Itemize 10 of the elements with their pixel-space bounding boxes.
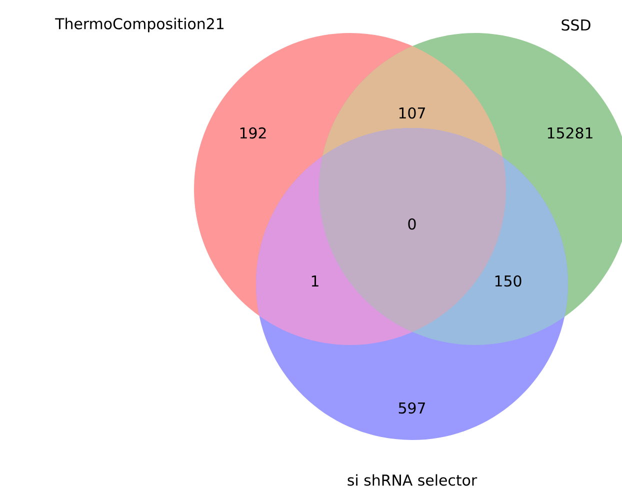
node-label: si shRNA selector [348,474,478,486]
region-count: 192 [240,127,266,139]
region-count: 1 [312,276,318,286]
region-count: 107 [399,107,425,119]
region-count: 0 [408,218,416,230]
region-count: 150 [495,275,522,287]
node-label: SSD [562,19,590,31]
region-count: 15281 [548,127,592,139]
node-label: ThermoComposition21 [55,18,224,32]
region-count: 597 [398,402,425,414]
